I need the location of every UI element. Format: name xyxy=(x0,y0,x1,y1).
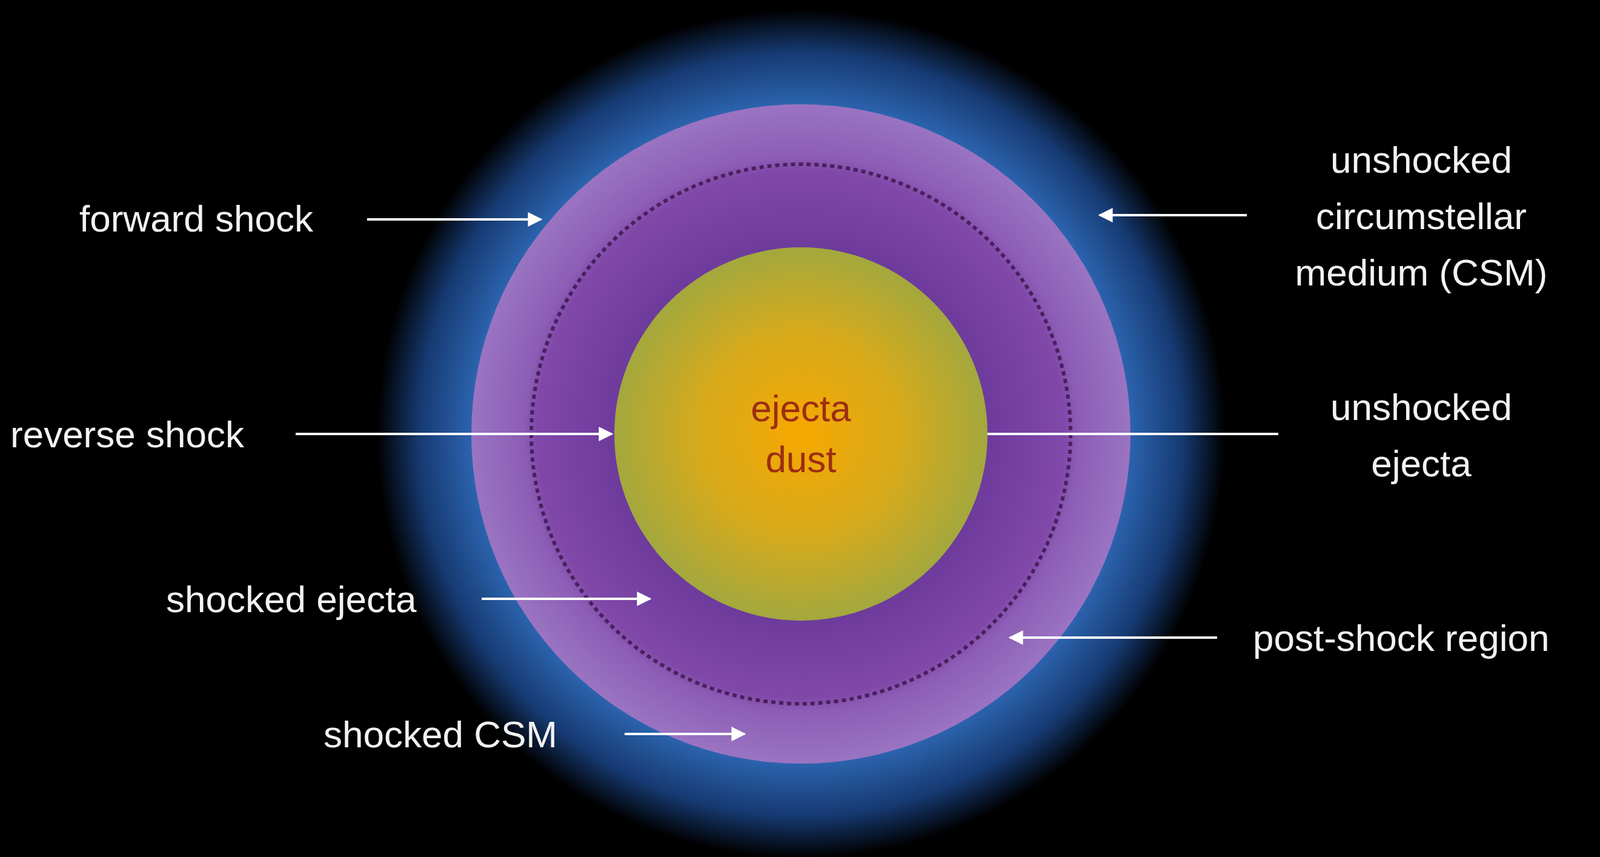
leader-arrow xyxy=(948,432,1279,435)
leader-arrow xyxy=(481,597,651,600)
region-label: forward shock xyxy=(79,190,314,247)
leader-arrow xyxy=(367,218,542,221)
leader-arrow xyxy=(295,432,612,435)
region-label: shocked CSM xyxy=(323,705,558,763)
region-label: unshocked circumstellar medium (CSM) xyxy=(1281,131,1561,301)
region-label: reverse shock xyxy=(10,405,245,463)
core-circle xyxy=(614,247,988,621)
region-label: unshocked ejecta xyxy=(1312,378,1531,492)
region-label: post-shock region xyxy=(1252,609,1550,666)
leader-arrow xyxy=(624,732,745,735)
leader-arrow xyxy=(1009,636,1218,639)
leader-arrow xyxy=(1099,213,1247,217)
node-text: ejecta dust xyxy=(728,382,874,485)
ejecta-dust-core: ejecta dust xyxy=(614,247,988,621)
core-fill xyxy=(614,247,988,621)
region-label: shocked ejecta xyxy=(165,570,417,628)
